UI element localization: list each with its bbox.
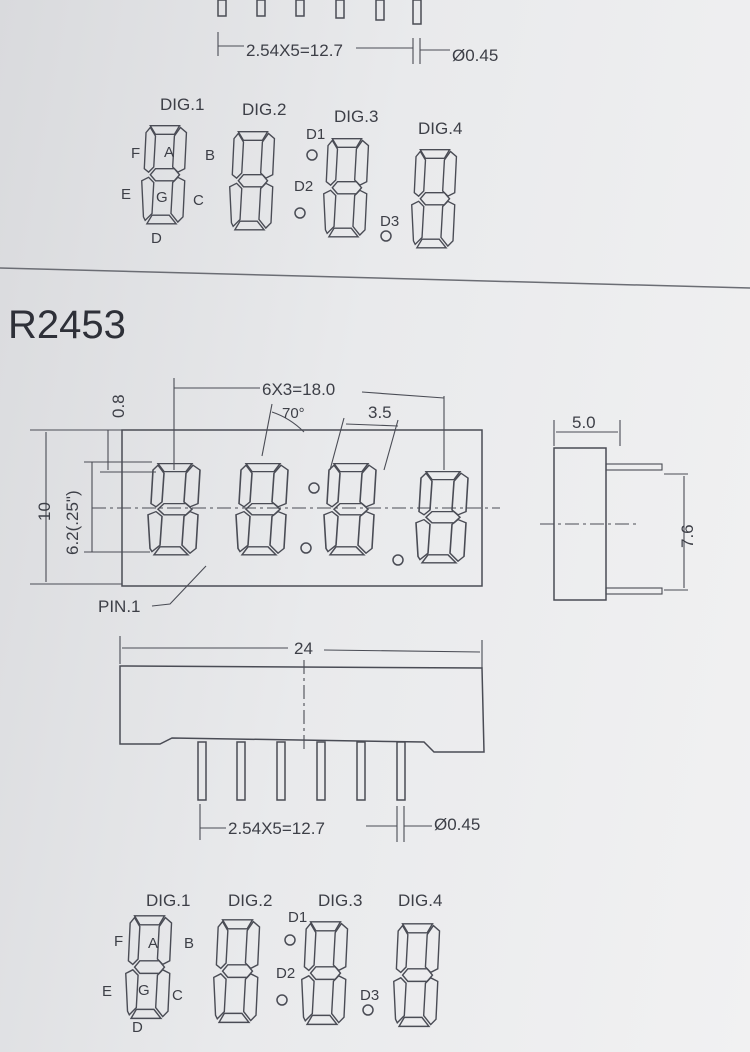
front-decimal-dot xyxy=(392,554,404,566)
side-pin-bottom xyxy=(605,587,663,595)
pinout-digit-2 xyxy=(213,919,261,1024)
front-colon-dot-1 xyxy=(308,482,320,494)
bottom-pitch-dimension: 2.54X5=12.7 xyxy=(228,819,325,838)
pinout-digit-4 xyxy=(393,923,441,1028)
digit-label-1: DIG.1 xyxy=(146,891,190,910)
side-pin-top xyxy=(605,463,663,471)
top-digit-4 xyxy=(411,149,458,249)
point-label-d1: D1 xyxy=(288,909,307,926)
top-seg-e: E xyxy=(121,186,131,203)
top-seg-d: D xyxy=(151,230,162,247)
pinout: DIG.1 DIG.2 DIG.3 DIG.4 A B C D E F G D1… xyxy=(102,891,442,1036)
top-digit-1 xyxy=(141,125,188,225)
pin-1-label: PIN.1 xyxy=(98,597,141,616)
seg-e: E xyxy=(102,983,112,1000)
top-digit-label-4: DIG.4 xyxy=(418,119,462,138)
point-label-d3: D3 xyxy=(360,987,379,1004)
top-point-d3: D3 xyxy=(380,213,399,230)
bottom-pin-diameter: Ø0.45 xyxy=(434,815,480,834)
side-depth-dimension: 5.0 xyxy=(572,413,596,432)
top-point-dot-1 xyxy=(306,149,318,161)
front-colon-dot-2 xyxy=(300,542,312,554)
digit-label-4: DIG.4 xyxy=(398,891,442,910)
point-dot-1 xyxy=(284,934,296,946)
front-offset-dimension: 0.8 xyxy=(109,394,128,418)
point-label-d2: D2 xyxy=(276,965,295,982)
top-point-dot-3 xyxy=(380,230,392,242)
model-title: R2453 xyxy=(8,303,126,347)
section-divider xyxy=(0,267,750,289)
front-view: 6X3=18.0 70° 3.5 10 6.2(.25") 0.8 xyxy=(30,378,500,616)
bottom-view: 24 2.54X5=12.7 Ø0.45 xyxy=(119,636,485,842)
top-digit-3 xyxy=(323,138,370,238)
seg-b: B xyxy=(184,935,194,952)
top-digit-2 xyxy=(229,131,276,231)
seg-f: F xyxy=(114,933,123,950)
top-pin-diameter: Ø0.45 xyxy=(452,46,498,65)
seg-d: D xyxy=(132,1019,143,1036)
seg-c: C xyxy=(172,987,183,1004)
pinout-digit-1 xyxy=(125,915,173,1020)
side-pin-spacing-dimension: 7.6 xyxy=(678,524,697,548)
top-seg-a: A xyxy=(164,144,174,161)
top-digit-label-3: DIG.3 xyxy=(334,107,378,126)
top-pitch-dimension: 2.54X5=12.7 xyxy=(246,41,343,60)
top-digit-label-1: DIG.1 xyxy=(160,95,204,114)
front-width-dimension: 6X3=18.0 xyxy=(262,380,335,399)
side-view: 5.0 7.6 xyxy=(540,413,697,601)
top-seg-g: G xyxy=(156,189,168,206)
bottom-body xyxy=(119,665,485,753)
seg-g: G xyxy=(138,982,150,999)
top-seg-c: C xyxy=(193,192,204,209)
bottom-pins xyxy=(197,741,406,801)
point-dot-3 xyxy=(362,1004,374,1016)
bottom-length-dimension: 24 xyxy=(294,639,313,658)
top-seg-f: F xyxy=(131,145,140,162)
top-seg-b: B xyxy=(205,147,215,164)
front-digit-1 xyxy=(147,462,201,556)
top-point-dot-2 xyxy=(294,207,306,219)
front-digit-3 xyxy=(323,462,377,556)
seg-a: A xyxy=(148,935,158,952)
top-pinout: DIG.1 DIG.2 DIG.3 DIG.4 A B C D E F G D1… xyxy=(121,95,462,249)
pinout-digit-3 xyxy=(301,921,349,1026)
front-digit-4 xyxy=(415,470,469,564)
digit-label-2: DIG.2 xyxy=(228,891,272,910)
front-height-dimension: 10 xyxy=(35,502,54,521)
top-point-d2: D2 xyxy=(294,178,313,195)
top-digit-label-2: DIG.2 xyxy=(242,100,286,119)
top-point-d1: D1 xyxy=(306,126,325,143)
front-angle-label: 70° xyxy=(282,405,305,422)
point-dot-2 xyxy=(276,994,288,1006)
front-segment-dimension: 3.5 xyxy=(368,403,392,422)
digit-label-3: DIG.3 xyxy=(318,891,362,910)
front-digit-height-dimension: 6.2(.25") xyxy=(63,490,82,555)
top-pins xyxy=(217,0,422,25)
front-digit-2 xyxy=(235,462,289,556)
top-pin-section: 2.54X5=12.7 Ø0.45 xyxy=(217,0,498,65)
